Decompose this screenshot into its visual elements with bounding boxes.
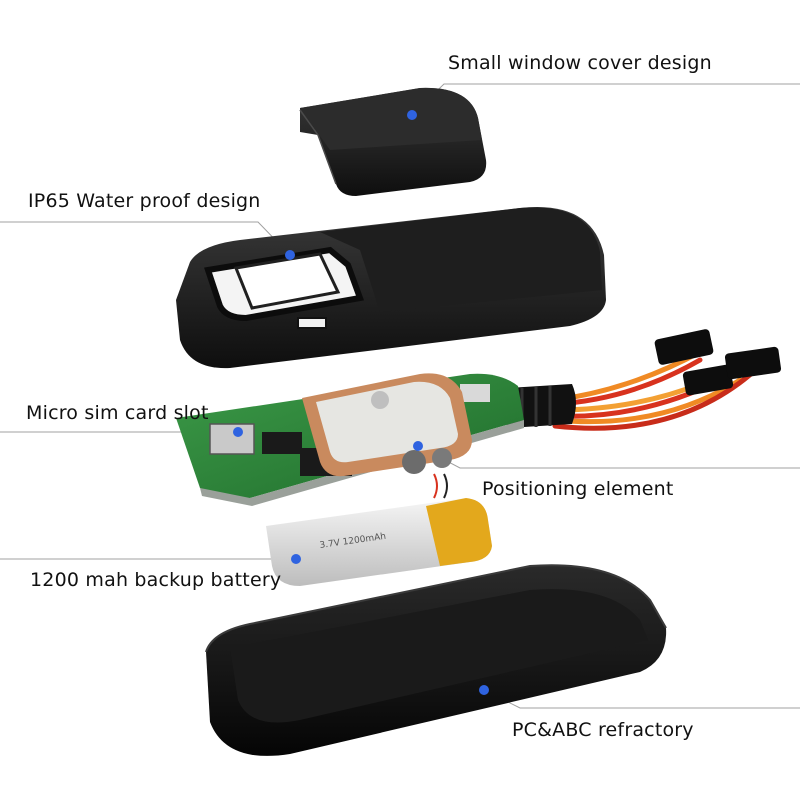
- callout-sim-slot: Micro sim card slot: [26, 402, 209, 424]
- window-cover-part: [299, 87, 487, 196]
- callout-waterproof: IP65 Water proof design: [28, 190, 261, 212]
- battery-leads: [433, 473, 448, 499]
- marker-case: [479, 685, 489, 695]
- callout-window-cover: Small window cover design: [448, 52, 712, 74]
- top-housing-part: [176, 206, 606, 369]
- backup-battery: 3.7V 1200mAh: [266, 498, 492, 586]
- leader-positioning: [417, 445, 800, 469]
- marker-battery: [291, 554, 301, 564]
- bottom-case-part: [205, 564, 667, 756]
- marker-window-cover: [407, 110, 417, 120]
- marker-dots: [233, 110, 489, 695]
- gps-antenna: [302, 373, 472, 477]
- marker-waterproof: [285, 250, 295, 260]
- callout-case: PC&ABC refractory: [512, 719, 694, 741]
- callout-positioning: Positioning element: [482, 478, 674, 500]
- connectors: [654, 329, 782, 396]
- marker-positioning: [413, 441, 423, 451]
- callout-battery: 1200 mah backup battery: [30, 569, 282, 591]
- marker-sim-slot: [233, 427, 243, 437]
